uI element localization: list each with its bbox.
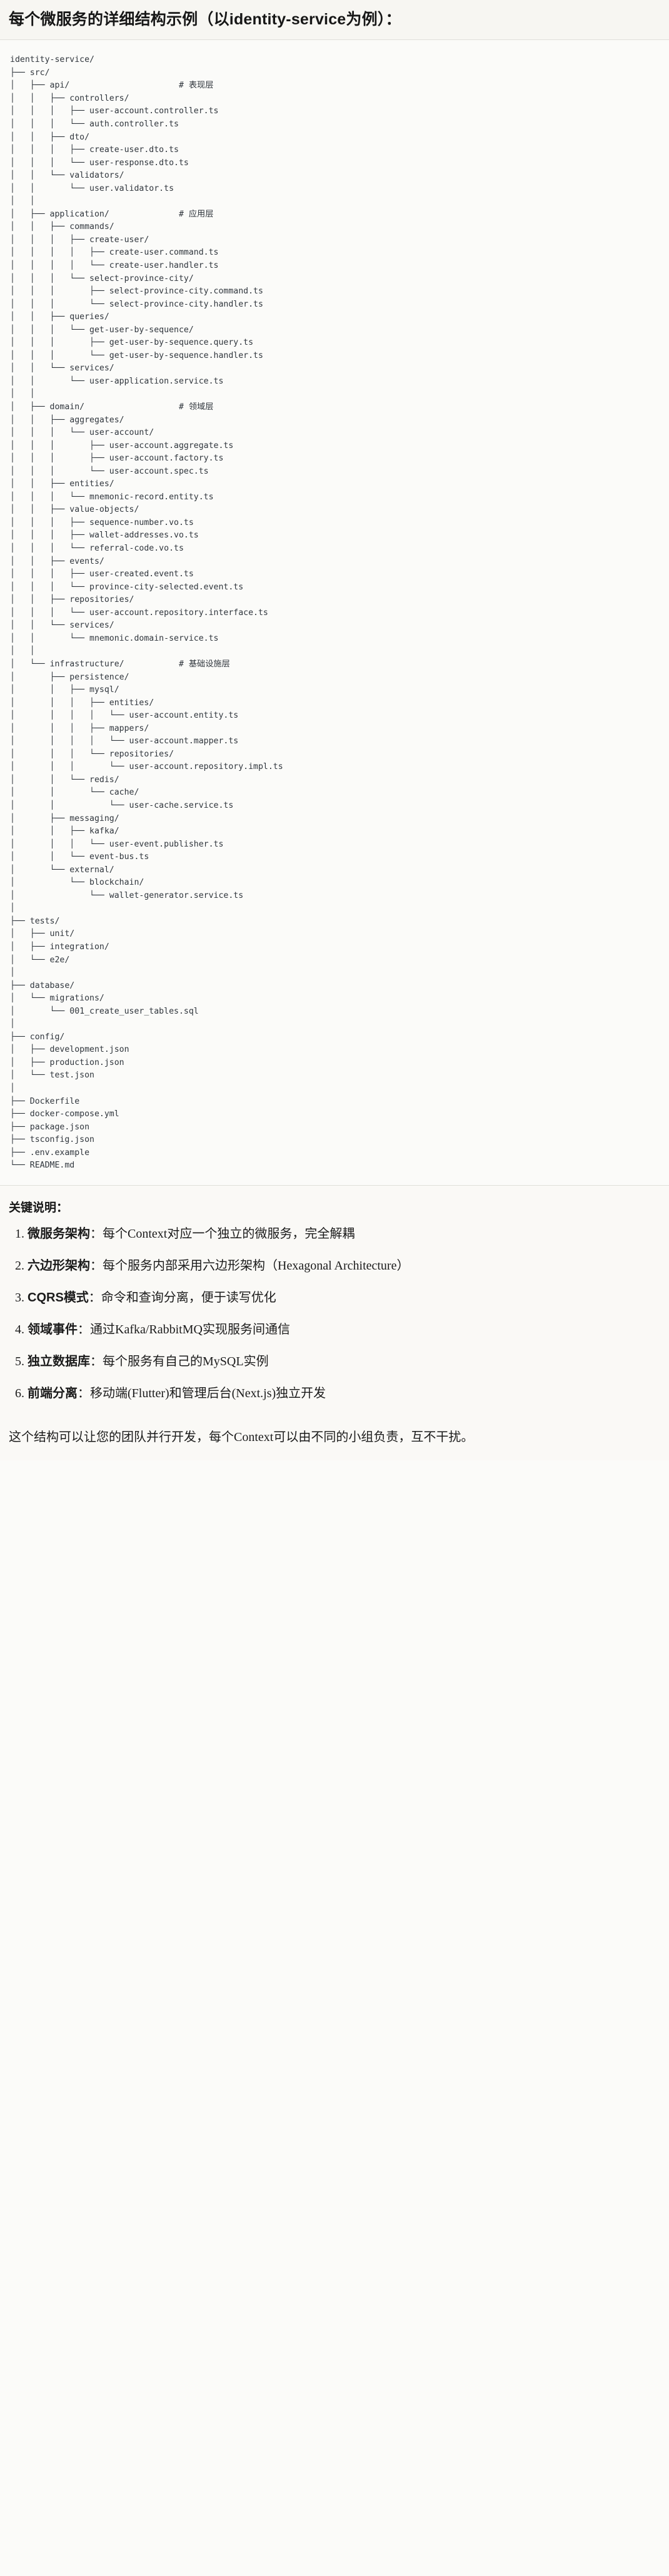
key-notes-section: 关键说明： 微服务架构：每个Context对应一个独立的微服务，完全解耦 六边形… [0, 1184, 669, 1422]
note-term: CQRS模式 [28, 1290, 89, 1305]
key-notes-title: 关键说明： [9, 1201, 69, 1214]
note-term: 独立数据库 [28, 1354, 90, 1368]
note-separator: ： [78, 1322, 90, 1336]
note-separator: ： [78, 1386, 90, 1400]
note-separator: ： [88, 1290, 101, 1305]
closing-paragraph: 这个结构可以让您的团队并行开发，每个Context可以由不同的小组负责，互不干扰… [9, 1430, 474, 1444]
closing-band: 这个结构可以让您的团队并行开发，每个Context可以由不同的小组负责，互不干扰… [0, 1421, 669, 1460]
note-separator: ： [90, 1226, 103, 1241]
title-band: 每个微服务的详细结构示例（以identity-service为例）： [0, 0, 669, 41]
note-description: 移动端(Flutter)和管理后台(Next.js)独立开发 [90, 1386, 326, 1400]
list-item: 独立数据库：每个服务有自己的MySQL实例 [28, 1353, 660, 1371]
note-description: 每个Context对应一个独立的微服务，完全解耦 [103, 1226, 355, 1241]
note-term: 微服务架构 [28, 1226, 90, 1241]
list-item: 领域事件：通过Kafka/RabbitMQ实现服务间通信 [28, 1321, 660, 1339]
note-description: 命令和查询分离，便于读写优化 [101, 1290, 276, 1305]
list-item: CQRS模式：命令和查询分离，便于读写优化 [28, 1289, 660, 1307]
list-item: 六边形架构：每个服务内部采用六边形架构（Hexagonal Architectu… [28, 1257, 660, 1275]
note-description: 通过Kafka/RabbitMQ实现服务间通信 [90, 1322, 290, 1336]
note-term: 领域事件 [28, 1322, 78, 1336]
directory-tree-block: identity-service/ ├── src/ │ ├── api/ # … [0, 40, 669, 1185]
page-title: 每个微服务的详细结构示例（以identity-service为例）： [9, 11, 401, 28]
note-term: 六边形架构 [28, 1258, 90, 1273]
key-notes-list: 微服务架构：每个Context对应一个独立的微服务，完全解耦 六边形架构：每个服… [9, 1225, 660, 1403]
note-separator: ： [90, 1354, 103, 1368]
note-separator: ： [90, 1258, 103, 1273]
directory-tree: identity-service/ ├── src/ │ ├── api/ # … [10, 55, 283, 1171]
note-term: 前端分离 [28, 1386, 78, 1400]
list-item: 微服务架构：每个Context对应一个独立的微服务，完全解耦 [28, 1225, 660, 1243]
page-root: 每个微服务的详细结构示例（以identity-service为例）： ident… [0, 0, 669, 1460]
note-description: 每个服务内部采用六边形架构（Hexagonal Architecture） [103, 1258, 410, 1273]
note-description: 每个服务有自己的MySQL实例 [103, 1354, 269, 1368]
list-item: 前端分离：移动端(Flutter)和管理后台(Next.js)独立开发 [28, 1385, 660, 1403]
